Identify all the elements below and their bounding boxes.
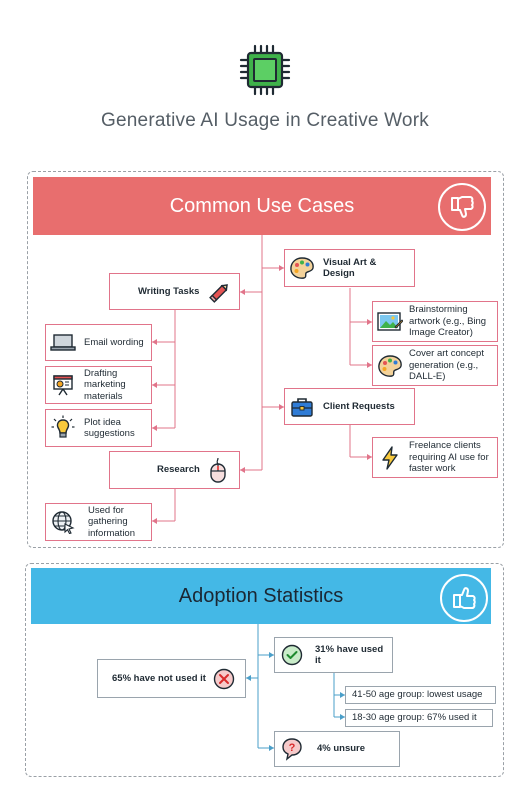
use-cases-banner: Common Use Cases (33, 177, 491, 235)
drafting-marketing-node: Drafting marketing materials (45, 366, 152, 404)
client-requests-node: Client Requests (284, 388, 415, 425)
age-18-30-node: 18-30 age group: 67% used it (345, 709, 493, 727)
use-cases-panel (27, 171, 504, 548)
thumbs-up-icon (440, 574, 488, 622)
freelance-clients-node: Freelance clients requiring AI use for f… (372, 437, 498, 478)
cover-art-node: Cover art concept generation (e.g., DALL… (372, 345, 498, 386)
globe-icon (50, 509, 76, 535)
adoption-panel (25, 563, 504, 777)
unsure-node: ? 4% unsure (274, 731, 400, 767)
visual-art-label: Visual Art & Design (323, 256, 377, 280)
used-label: 31% have used it (315, 643, 384, 667)
plot-idea-label: Plot idea suggestions (84, 416, 135, 440)
thumbs-down-icon (438, 183, 486, 231)
plot-idea-node: Plot idea suggestions (45, 409, 152, 447)
briefcase-icon (289, 394, 315, 420)
pencil-icon (207, 279, 233, 305)
svg-text:?: ? (289, 742, 296, 754)
email-wording-label: Email wording (84, 336, 144, 348)
lightning-icon (377, 445, 403, 471)
age-41-50-node: 41-50 age group: lowest usage (345, 686, 496, 704)
question-icon: ? (279, 736, 305, 762)
email-wording-node: Email wording (45, 324, 152, 361)
age-41-50-label: 41-50 age group: lowest usage (352, 689, 483, 701)
freelance-clients-label: Freelance clients requiring AI use for f… (409, 440, 489, 475)
adoption-banner: Adoption Statistics (31, 568, 491, 624)
palette-icon (289, 255, 315, 281)
brainstorming-artwork-label: Brainstorming artwork (e.g., Bing Image … (409, 304, 487, 339)
mouse-icon (205, 457, 231, 483)
laptop-icon (50, 330, 76, 356)
use-cases-heading: Common Use Cases (169, 194, 355, 217)
drafting-marketing-label: Drafting marketing materials (84, 367, 126, 402)
research-label: Research (157, 464, 200, 476)
writing-tasks-node: Writing Tasks (109, 273, 240, 310)
presentation-icon (50, 372, 76, 398)
picture-icon (377, 309, 403, 335)
writing-tasks-label: Writing Tasks (138, 285, 200, 297)
palette-icon (377, 353, 403, 379)
age-18-30-label: 18-30 age group: 67% used it (352, 712, 477, 724)
unsure-label: 4% unsure (317, 743, 366, 755)
x-circle-icon (211, 666, 237, 692)
check-circle-icon (279, 642, 305, 668)
adoption-heading: Adoption Statistics (178, 584, 344, 607)
gathering-info-label: Used for gathering information (88, 504, 135, 539)
research-node: Research (109, 451, 240, 489)
not-used-label: 65% have not used it (112, 672, 206, 684)
used-node: 31% have used it (274, 637, 393, 673)
cover-art-label: Cover art concept generation (e.g., DALL… (409, 348, 484, 383)
chip-icon (239, 44, 291, 96)
brainstorming-artwork-node: Brainstorming artwork (e.g., Bing Image … (372, 301, 498, 342)
gathering-info-node: Used for gathering information (45, 503, 152, 541)
page-title: Generative AI Usage in Creative Work (101, 110, 429, 131)
not-used-node: 65% have not used it (97, 659, 246, 698)
lightbulb-icon (50, 415, 76, 441)
client-requests-label: Client Requests (323, 400, 395, 412)
visual-art-node: Visual Art & Design (284, 249, 415, 287)
